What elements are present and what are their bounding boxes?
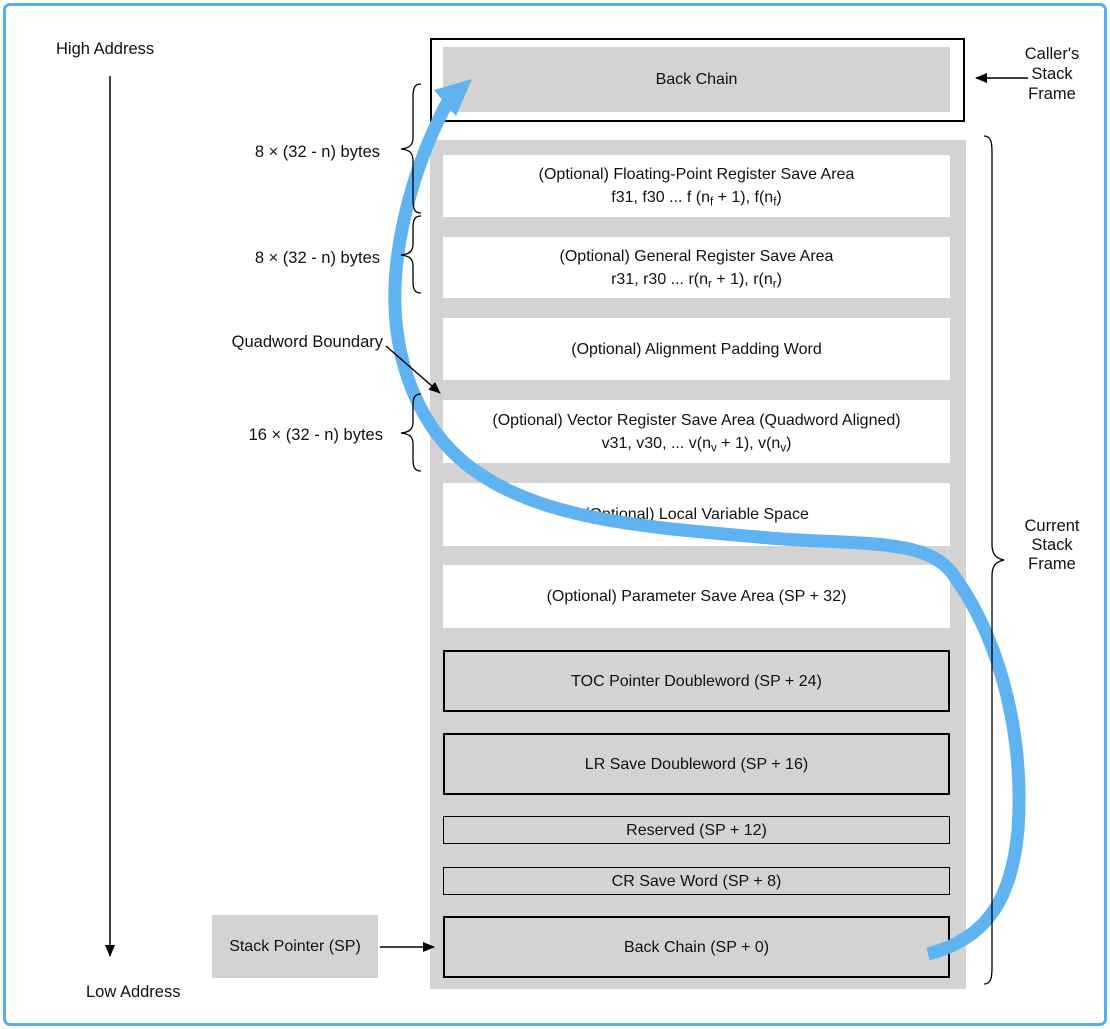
box-lr-save-doubleword: LR Save Doubleword (SP + 16)	[443, 733, 950, 795]
formula-part: )	[776, 189, 782, 206]
box-back-chain-sp0: Back Chain (SP + 0)	[443, 916, 950, 978]
back-chain-top-label: Back Chain	[655, 70, 738, 88]
formula-subscript: v	[780, 442, 787, 454]
box-parameter-save-area: (Optional) Parameter Save Area (SP + 32)	[443, 565, 950, 628]
box-title: (Optional) Parameter Save Area (SP + 32)	[546, 588, 847, 605]
flow-arrow-head	[434, 79, 472, 116]
callers-frame-box: Back Chain	[430, 38, 965, 122]
box-title: Reserved (SP + 12)	[626, 821, 767, 839]
box-title: (Optional) General Register Save Area	[559, 247, 834, 265]
formula-part: r31, r30 ... r(n	[611, 270, 708, 288]
box-alignment-padding-word: (Optional) Alignment Padding Word	[443, 318, 950, 380]
gr-size-label: 8 × (32 - n) bytes	[254, 249, 380, 267]
formula-part: + 1), f(n	[713, 189, 774, 206]
formula-part: )	[786, 434, 792, 452]
box-formula: r31, r30 ... r(nr + 1), r(nr)	[611, 268, 782, 291]
box-title: Back Chain (SP + 0)	[623, 938, 770, 956]
box-fp-register-save-area: (Optional) Floating-Point Register Save …	[443, 155, 950, 217]
callers-stack-frame-label: Caller's Stack Frame	[1024, 45, 1080, 103]
flow-arrow-shaft	[388, 97, 1026, 961]
box-title: LR Save Doubleword (SP + 16)	[584, 755, 809, 773]
box-title: (Optional) Floating-Point Register Save …	[538, 166, 855, 183]
low-address-label: Low Address	[86, 983, 181, 1001]
formula-subscript: f	[773, 196, 777, 209]
stack-pointer-box: Stack Pointer (SP)	[212, 915, 378, 978]
formula-subscript: r	[708, 278, 712, 290]
box-formula: v31, v30, ... v(nv + 1), v(nv)	[602, 432, 792, 455]
formula-subscript: f	[709, 196, 714, 209]
formula-part: f31, f30 ... f (n	[611, 189, 710, 206]
brace-vector-save-area	[400, 393, 422, 472]
back-chain-top-cell: Back Chain	[443, 47, 950, 112]
formula-part: )	[776, 270, 782, 288]
quadword-boundary-arrow	[385, 345, 441, 394]
box-reserved: Reserved (SP + 12)	[443, 816, 950, 844]
quadword-boundary-label: Quadword Boundary	[231, 333, 383, 351]
box-toc-pointer-doubleword: TOC Pointer Doubleword (SP + 24)	[443, 650, 950, 712]
formula-subscript: v	[710, 442, 717, 454]
brace-current-stack-frame	[983, 135, 1005, 985]
brace-fp-save-area	[400, 83, 422, 214]
box-formula: f31, f30 ... f (nf + 1), f(nf)	[611, 186, 781, 209]
box-title: CR Save Word (SP + 8)	[611, 872, 782, 890]
box-general-register-save-area: (Optional) General Register Save Area r3…	[443, 237, 950, 298]
box-title: TOC Pointer Doubleword (SP + 24)	[571, 672, 822, 690]
page-border	[3, 3, 1107, 1026]
current-stack-frame-label: Current Stack Frame	[1024, 517, 1080, 573]
formula-part: + 1), r(n	[711, 270, 773, 288]
vector-size-label: 16 × (32 - n) bytes	[248, 426, 383, 444]
frame-flow-arrow	[388, 79, 1026, 961]
box-cr-save-word: CR Save Word (SP + 8)	[443, 867, 950, 895]
box-title: (Optional) Alignment Padding Word	[571, 340, 822, 358]
formula-subscript: r	[772, 278, 777, 290]
brace-gr-save-area	[400, 215, 422, 294]
formula-part: v31, v30, ... v(n	[601, 434, 711, 452]
fp-size-label: 8 × (32 - n) bytes	[254, 143, 380, 161]
stack-pointer-label: Stack Pointer (SP)	[229, 937, 361, 955]
box-title: (Optional) Vector Register Save Area (Qu…	[492, 411, 901, 429]
box-vector-register-save-area: (Optional) Vector Register Save Area (Qu…	[443, 400, 950, 463]
formula-part: + 1), v(n	[716, 434, 781, 452]
high-address-label: High Address	[56, 40, 155, 58]
